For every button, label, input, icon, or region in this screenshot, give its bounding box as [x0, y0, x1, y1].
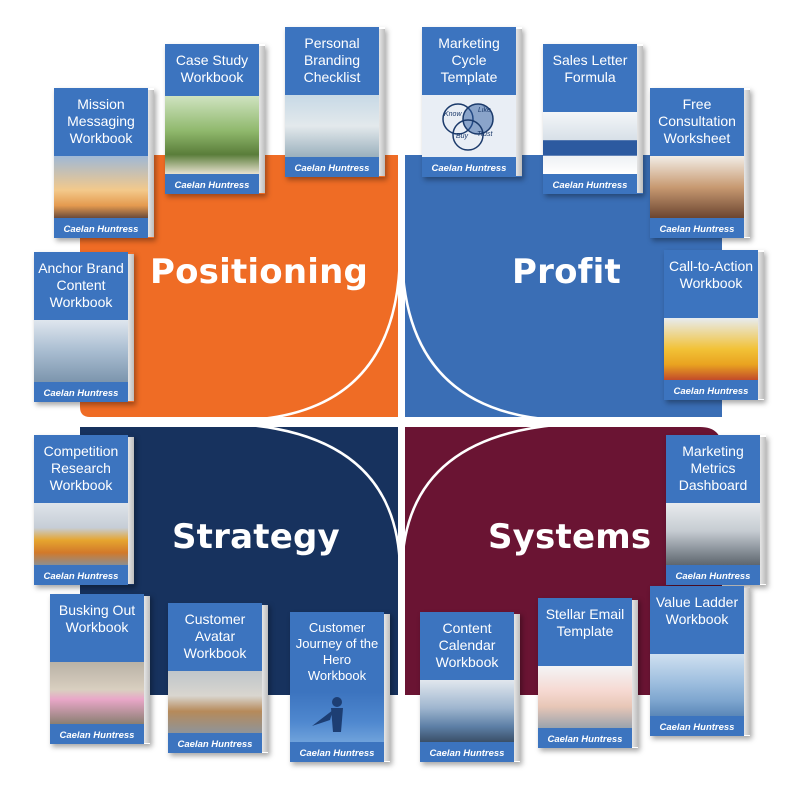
book-title: Sales Letter Formula [552, 52, 628, 85]
book-author: Caelan Huntress [659, 722, 735, 733]
book-title: Value Ladder Workbook [655, 594, 739, 627]
strategy-label: Strategy [172, 517, 340, 557]
book-title: Case Study Workbook [175, 52, 249, 85]
book-cover-image [285, 95, 379, 157]
book-case-study: Case Study Workbook Caelan Huntress [165, 44, 265, 194]
book-author: Caelan Huntress [659, 224, 735, 235]
book-cover-image [168, 671, 262, 733]
profit-label: Profit [512, 252, 621, 292]
book-title: Marketing Cycle Template [438, 35, 500, 85]
cycle-word: Buy [456, 133, 469, 140]
book-cover-image [666, 503, 760, 565]
book-content-calendar: Content Calendar Workbook Caelan Huntres… [420, 612, 520, 762]
book-customer-journey: Customer Journey of the Hero Workbook Ca… [290, 612, 390, 762]
book-author: Caelan Huntress [431, 163, 507, 174]
cycle-word: Trust [477, 131, 493, 138]
book-title: Free Consultation Worksheet [658, 96, 736, 146]
book-title: Customer Journey of the Hero Workbook [295, 620, 379, 683]
book-author: Caelan Huntress [43, 388, 119, 399]
cycle-word: Know [444, 111, 462, 118]
book-personal-branding: Personal Branding Checklist Caelan Huntr… [285, 27, 385, 177]
book-stellar-email: Stellar Email Template Caelan Huntress [538, 598, 638, 748]
book-title: Competition Research Workbook [43, 443, 119, 493]
book-cover-image [34, 320, 128, 382]
book-cover-image [54, 156, 148, 218]
book-title: Customer Avatar Workbook [183, 611, 247, 661]
book-mission-messaging: Mission Messaging Workbook Caelan Huntre… [54, 88, 154, 238]
book-author: Caelan Huntress [63, 224, 139, 235]
book-anchor-brand: Anchor Brand Content Workbook Caelan Hun… [34, 252, 134, 402]
book-author: Caelan Huntress [299, 748, 375, 759]
book-title: Mission Messaging Workbook [67, 96, 135, 146]
book-cover-image [538, 666, 632, 728]
profit-quadrant [405, 155, 722, 417]
book-cover-image [543, 112, 637, 174]
book-free-consultation: Free Consultation Worksheet Caelan Huntr… [650, 88, 750, 238]
book-cover-image [34, 503, 128, 565]
book-cover-image [420, 680, 514, 742]
book-title: Anchor Brand Content Workbook [38, 260, 124, 310]
book-title: Content Calendar Workbook [435, 620, 499, 670]
book-marketing-cycle: Marketing Cycle Template Know Like Buy T… [422, 27, 522, 177]
book-customer-avatar: Customer Avatar Workbook Caelan Huntress [168, 603, 268, 753]
book-cover-image [650, 156, 744, 218]
book-author: Caelan Huntress [294, 163, 370, 174]
book-cover-image [650, 654, 744, 716]
book-marketing-metrics: Marketing Metrics Dashboard Caelan Huntr… [666, 435, 766, 585]
book-author: Caelan Huntress [673, 386, 749, 397]
book-title: Marketing Metrics Dashboard [678, 443, 748, 493]
book-busking-out: Busking Out Workbook Caelan Huntress [50, 594, 150, 744]
book-author: Caelan Huntress [552, 180, 628, 191]
book-author: Caelan Huntress [177, 739, 253, 750]
book-value-ladder: Value Ladder Workbook Caelan Huntress [650, 586, 750, 736]
book-title: Call-to-Action Workbook [668, 258, 754, 291]
cycle-word: Like [478, 107, 491, 114]
book-author: Caelan Huntress [547, 734, 623, 745]
book-sales-letter: Sales Letter Formula Caelan Huntress [543, 44, 643, 194]
book-title: Stellar Email Template [545, 606, 625, 639]
cycle-diagram: Know Like Buy Trust [422, 95, 516, 157]
book-author: Caelan Huntress [174, 180, 250, 191]
curve-lines [249, 249, 556, 571]
book-author: Caelan Huntress [59, 730, 135, 741]
book-competition-research: Competition Research Workbook Caelan Hun… [34, 435, 134, 585]
positioning-quadrant [80, 155, 398, 417]
book-title: Busking Out Workbook [58, 602, 136, 635]
book-cover-image [165, 96, 259, 174]
book-author: Caelan Huntress [675, 571, 751, 582]
systems-label: Systems [488, 517, 652, 557]
positioning-label: Positioning [150, 252, 369, 292]
book-author: Caelan Huntress [429, 748, 505, 759]
book-author: Caelan Huntress [43, 571, 119, 582]
book-title: Personal Branding Checklist [303, 35, 361, 85]
book-cover-image [50, 662, 144, 724]
book-call-to-action: Call-to-Action Workbook Caelan Huntress [664, 250, 764, 400]
book-cover-image [664, 318, 758, 380]
book-cover-image [290, 692, 384, 742]
